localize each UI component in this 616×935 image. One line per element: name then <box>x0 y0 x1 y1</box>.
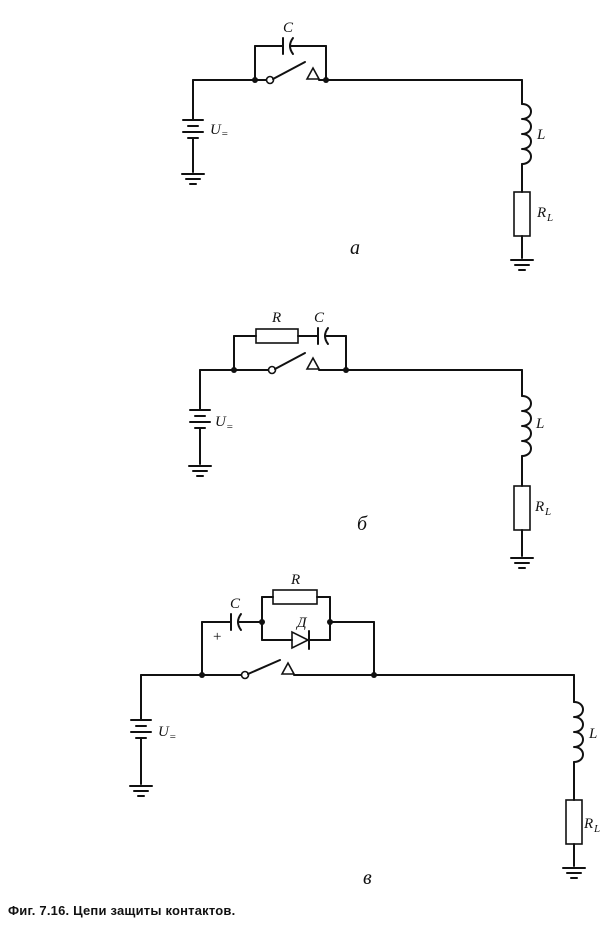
source-subscript: = <box>226 421 233 433</box>
inductor-symbol <box>573 701 584 763</box>
capacitor-label: C <box>230 596 241 612</box>
ground-symbol <box>510 259 534 271</box>
inductor-label: L <box>536 127 545 143</box>
ground-symbol <box>181 173 205 185</box>
load-resistor-subscript: L <box>544 506 551 518</box>
plus-sign: + <box>213 629 221 645</box>
battery-symbol <box>189 409 211 429</box>
circuit-caption: б <box>357 513 368 535</box>
ground-symbol <box>129 785 153 797</box>
ground-symbol <box>188 465 212 477</box>
load-resistor-symbol <box>565 799 583 845</box>
source-label: U <box>158 724 170 740</box>
circuit-a: C U = L R L а <box>181 20 553 271</box>
capacitor-label: C <box>283 20 294 36</box>
load-resistor-symbol <box>513 485 531 531</box>
circuit-caption: а <box>350 237 360 259</box>
inductor-label: L <box>535 416 544 432</box>
ground-symbol <box>510 557 534 569</box>
source-subscript: = <box>221 128 228 140</box>
load-resistor-subscript: L <box>593 823 600 835</box>
parallel-resistor-label: R <box>290 572 300 588</box>
load-resistor-symbol <box>513 191 531 237</box>
load-resistor-subscript: L <box>546 212 553 224</box>
battery-symbol <box>130 719 152 739</box>
load-resistor-label: R <box>536 205 546 221</box>
load-resistor-label: R <box>534 499 544 515</box>
capacitor-label: C <box>314 310 325 326</box>
figure-caption: Фиг. 7.16. Цепи защиты контактов. <box>8 903 236 918</box>
circuit-caption: в <box>363 867 372 889</box>
inductor-label: L <box>588 726 597 742</box>
source-subscript: = <box>169 731 176 743</box>
source-label: U <box>215 414 227 430</box>
series-resistor-label: R <box>271 310 281 326</box>
circuit-b: R C U = L R L б <box>188 310 551 569</box>
inductor-symbol <box>521 395 532 457</box>
source-label: U <box>210 122 222 138</box>
battery-symbol <box>182 119 204 139</box>
diode-label: Д <box>295 615 308 631</box>
ground-symbol <box>562 867 586 879</box>
inductor-symbol <box>521 103 532 165</box>
circuit-c: R C + Д U = L R L в <box>129 572 600 889</box>
load-resistor-label: R <box>583 816 593 832</box>
